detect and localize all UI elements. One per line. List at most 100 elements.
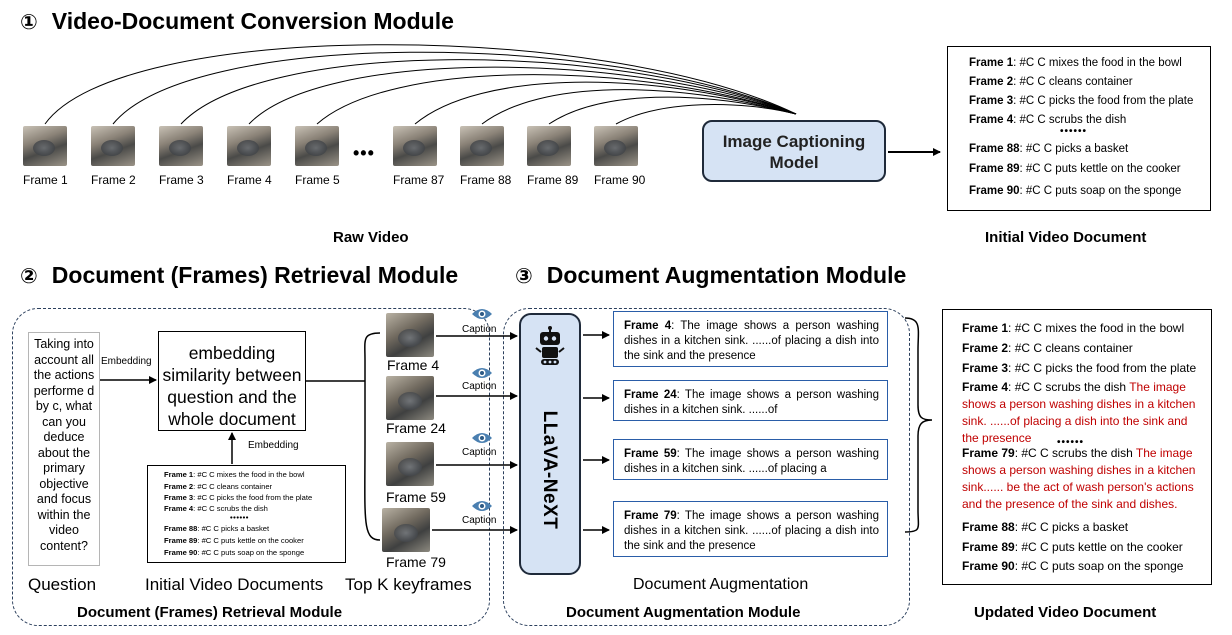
frame-caption: Frame 90 xyxy=(594,173,646,187)
raw-frame: Frame 88 xyxy=(460,126,511,187)
image-captioning-model: Image Captioning Model xyxy=(702,120,886,182)
frame-caption: Frame 87 xyxy=(393,173,445,187)
doc-line: Frame 3: #C C picks the food from the pl… xyxy=(969,95,1194,107)
doc-ellipsis: •••••• xyxy=(1057,437,1085,448)
section-number: ② xyxy=(20,265,38,288)
augmented-caption-box: Frame 59: The image shows a person washi… xyxy=(613,439,888,480)
keyframe-thumbnail xyxy=(386,376,434,420)
doc-line: Frame 89: #C C puts kettle on the cooker xyxy=(164,536,304,545)
raw-frame: Frame 2 xyxy=(91,126,136,187)
caption-label: Caption xyxy=(462,381,497,392)
doc-augmentation-label: Document Augmentation xyxy=(633,576,809,593)
doc-line: Frame 90: #C C puts soap on the sponge xyxy=(969,185,1182,197)
doc-line: Frame 88: #C C picks a basket xyxy=(164,524,270,533)
frame-arc xyxy=(548,96,797,125)
augmented-text: The image shows a person washing dishes … xyxy=(962,446,1196,511)
question-box: Taking into account all the actions perf… xyxy=(28,332,100,566)
keyframe-label: Frame 59 xyxy=(386,489,446,505)
updated-doc-label: Updated Video Document xyxy=(974,604,1157,621)
embedding-similarity-box: embedding similarity between question an… xyxy=(158,331,306,431)
caption-label: Caption xyxy=(462,447,497,458)
eye-icon xyxy=(472,433,492,443)
topk-label: Top K keyframes xyxy=(345,575,472,594)
question-label: Question xyxy=(28,575,97,594)
raw-frame: Frame 87 xyxy=(393,126,444,187)
retrieval-module-panel xyxy=(12,308,490,626)
initial-video-document-small: Frame 1: #C C mixes the food in the bowl… xyxy=(147,465,346,563)
doc-line: Frame 4: #C C scrubs the dish xyxy=(969,114,1127,126)
doc-line: Frame 3: #C C picks the food from the pl… xyxy=(164,493,313,502)
frame-thumbnail xyxy=(295,126,339,166)
frame-arc xyxy=(180,59,797,125)
frame-arc xyxy=(615,104,797,125)
raw-frame: Frame 90 xyxy=(594,126,645,187)
frame-thumbnail xyxy=(91,126,135,166)
doc-ellipsis: •••••• xyxy=(230,513,249,522)
frame-arc xyxy=(112,51,797,125)
initial-doc-label: Initial Video Document xyxy=(985,229,1147,246)
keyframe-thumbnail xyxy=(382,508,430,552)
doc-line: Frame 4: #C C scrubs the dish xyxy=(164,504,268,513)
updated-video-document xyxy=(942,309,1212,585)
doc-ellipsis: •••••• xyxy=(1060,126,1088,137)
section-title-augmentation: ③ Document Augmentation Module xyxy=(515,262,906,289)
section-number: ③ xyxy=(515,265,533,288)
augmented-caption-box: Frame 79: The image shows a person washi… xyxy=(613,501,888,557)
doc-line: Frame 90: #C C puts soap on the sponge xyxy=(164,548,305,557)
doc-line: Frame 88: #C C picks a basket xyxy=(969,143,1129,155)
doc-line-augmented: Frame 4: #C C scrubs the dish The image … xyxy=(962,380,1196,445)
frame-caption: Frame 89 xyxy=(527,173,579,187)
doc-line: Frame 2: #C C cleans container xyxy=(164,482,273,491)
frame-caption: Frame 2 xyxy=(91,173,136,187)
frame-thumbnail xyxy=(594,126,638,166)
section-number: ① xyxy=(20,11,38,34)
keyframe-thumbnail xyxy=(386,313,434,357)
frame-arc xyxy=(316,74,797,125)
robot-icon xyxy=(535,326,565,365)
doc-line: Frame 2: #C C cleans container xyxy=(962,341,1133,355)
raw-frame: Frame 5 xyxy=(295,126,340,187)
frame-thumbnail xyxy=(460,126,504,166)
raw-frame: Frame 4 xyxy=(227,126,272,187)
frame-thumbnail xyxy=(527,126,571,166)
raw-frame: Frame 3 xyxy=(159,126,204,187)
augmented-text: The image shows a person washing dishes … xyxy=(962,380,1196,445)
section-title-text: Document Augmentation Module xyxy=(546,262,907,288)
frame-thumbnail xyxy=(159,126,203,166)
eye-icon xyxy=(472,501,492,511)
frame-arc xyxy=(44,44,797,125)
caption-label: Caption xyxy=(462,324,497,335)
initial-docs-label: Initial Video Documents xyxy=(145,575,324,594)
keyframe-label: Frame 79 xyxy=(386,554,446,570)
section-title-text: Document (Frames) Retrieval Module xyxy=(51,262,459,288)
retrieval-panel-label: Document (Frames) Retrieval Module xyxy=(77,604,343,621)
augmentation-panel-label: Document Augmentation Module xyxy=(566,604,801,621)
doc-line: Frame 1: #C C mixes the food in the bowl xyxy=(969,57,1182,69)
frame-caption: Frame 4 xyxy=(227,173,272,187)
bracket xyxy=(364,332,381,541)
caption-label: Caption xyxy=(462,515,497,526)
raw-video-label: Raw Video xyxy=(333,229,409,246)
keyframe-label: Frame 24 xyxy=(386,420,446,436)
augmentation-module-panel xyxy=(503,308,910,626)
section-title-retrieval: ② Document (Frames) Retrieval Module xyxy=(20,262,458,289)
embedding-label: Embedding xyxy=(101,356,152,367)
frame-thumbnail xyxy=(393,126,437,166)
augmented-caption-box: Frame 4: The image shows a person washin… xyxy=(613,311,888,367)
keyframe-thumbnail xyxy=(386,442,434,486)
doc-line: Frame 88: #C C picks a basket xyxy=(962,520,1129,534)
frame-caption: Frame 88 xyxy=(460,173,512,187)
frame-caption: Frame 3 xyxy=(159,173,204,187)
doc-line: Frame 90: #C C puts soap on the sponge xyxy=(962,559,1184,573)
augmented-caption-box: Frame 24: The image shows a person washi… xyxy=(613,380,888,421)
doc-line-augmented: Frame 79: #C C scrubs the dish The image… xyxy=(962,446,1196,511)
raw-frame: Frame 1 xyxy=(23,126,68,187)
llava-next-block xyxy=(519,313,581,575)
doc-line: Frame 3: #C C picks the food from the pl… xyxy=(962,361,1197,375)
frame-caption: Frame 1 xyxy=(23,173,68,187)
bracket xyxy=(904,317,933,533)
frame-arc xyxy=(481,89,797,125)
embedding-label: Embedding xyxy=(248,440,299,451)
